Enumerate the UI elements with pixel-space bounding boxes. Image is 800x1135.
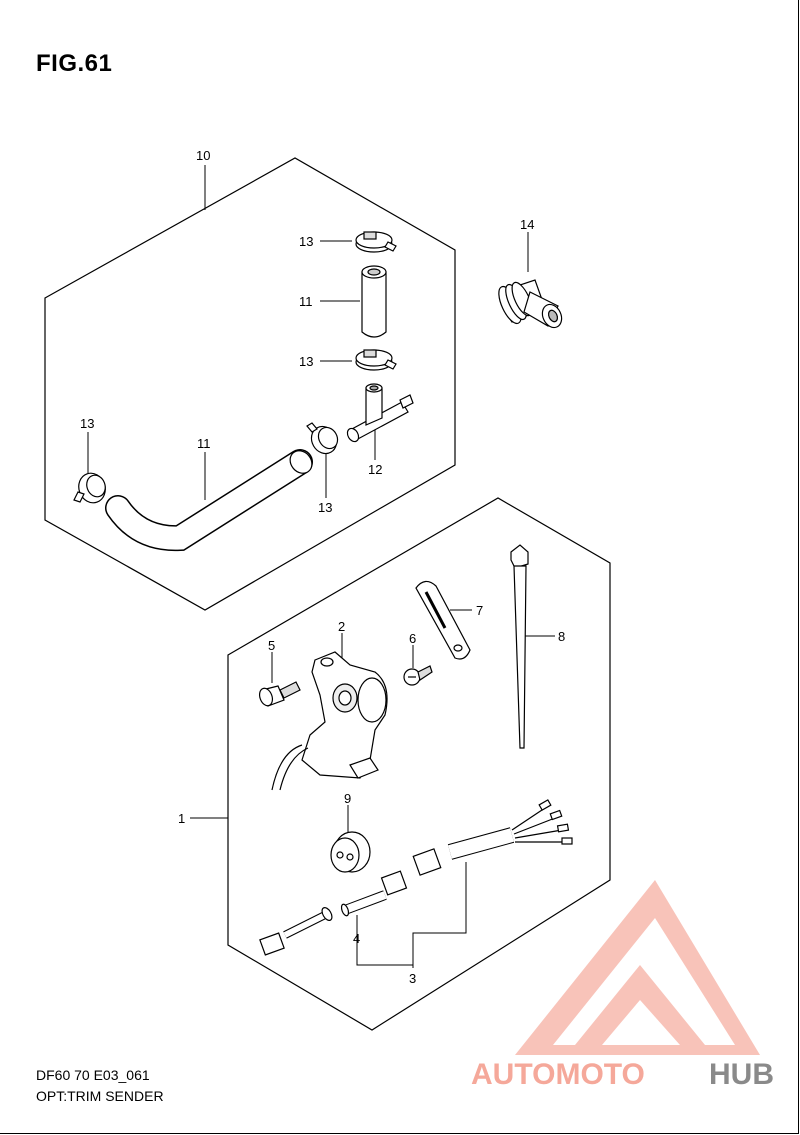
callout-5: 5	[268, 638, 275, 653]
screw-6	[403, 665, 433, 686]
callout-6: 6	[409, 631, 416, 646]
figure-title: FIG.61	[36, 50, 113, 77]
callout-13-top: 13	[299, 234, 313, 249]
tee-fitting-12	[346, 383, 414, 443]
watermark-text-part2: HUB	[709, 1058, 774, 1091]
callout-8: 8	[558, 629, 565, 644]
callouts: 10 13 11 13 13 11 13 12 14 2 5 6 7 8 9 1…	[80, 148, 565, 986]
callout-11-short: 11	[299, 294, 313, 309]
plug-14	[498, 279, 563, 329]
callout-2: 2	[338, 619, 345, 634]
callout-10: 10	[196, 148, 210, 163]
cable-tie-8	[510, 544, 529, 749]
hose-11-long	[105, 449, 313, 552]
callout-9: 9	[344, 791, 351, 806]
callout-3: 3	[409, 971, 416, 986]
figure-code: DF60 70 E03_061	[36, 1067, 150, 1083]
figure-caption: OPT:TRIM SENDER	[36, 1088, 164, 1104]
grommet-9	[330, 831, 371, 873]
clamp-13-top	[355, 231, 397, 253]
callout-14: 14	[520, 217, 534, 232]
callout-13-mid: 13	[299, 354, 313, 369]
hose-11-short	[361, 265, 387, 338]
callout-1: 1	[178, 811, 185, 826]
callout-11-long: 11	[197, 436, 211, 451]
strap-7	[415, 580, 471, 660]
bolt-5	[258, 681, 301, 707]
callout-13-left: 13	[80, 416, 94, 431]
kit-outline-10	[44, 157, 456, 611]
callout-12: 12	[368, 462, 382, 477]
callout-7: 7	[476, 603, 483, 618]
kit-outline-1	[227, 497, 611, 1031]
clamp-13-mid	[355, 349, 397, 371]
trim-sender-2	[271, 651, 388, 791]
clamp-13-lower	[306, 422, 339, 455]
clamp-13-left	[73, 472, 106, 504]
callout-13-lower: 13	[318, 500, 332, 515]
watermark-logo: AUTOMOTO HUB	[471, 880, 774, 1091]
harness-3	[412, 799, 573, 876]
harness-4	[259, 870, 408, 956]
watermark-text-part1: AUTOMOTO	[471, 1058, 645, 1091]
callout-4: 4	[353, 931, 360, 946]
